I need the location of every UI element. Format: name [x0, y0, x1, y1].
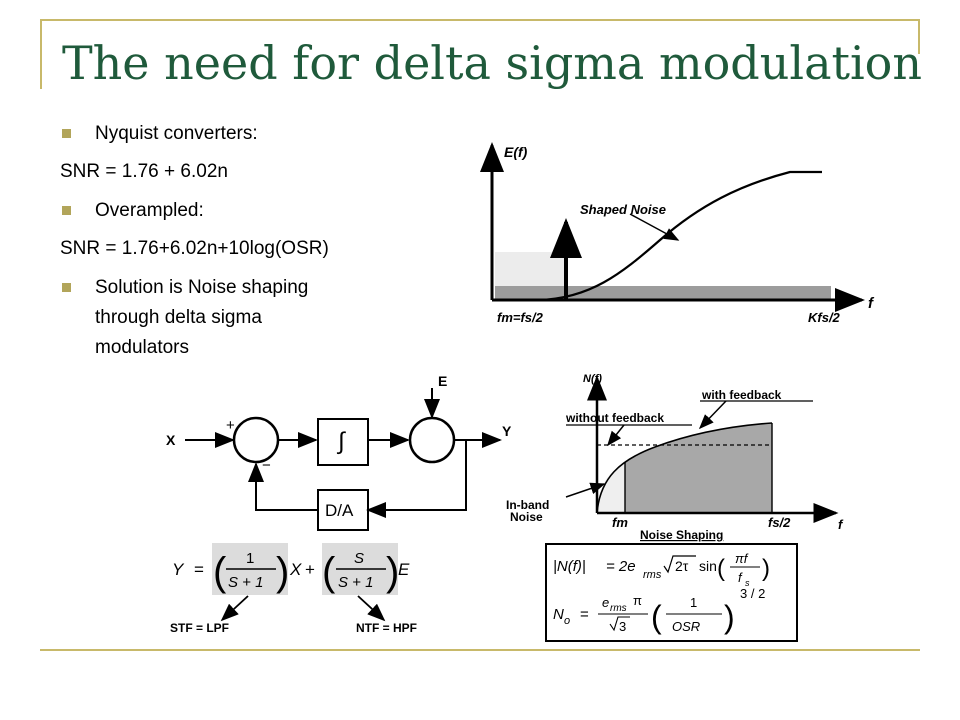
- input-x-label: X: [166, 432, 176, 448]
- inband-noise-label-line1: In-band: [506, 498, 549, 512]
- svg-text:π: π: [633, 593, 642, 608]
- svg-text:X: X: [289, 560, 302, 579]
- bullet-solution-line1: Solution is Noise shaping: [95, 277, 309, 298]
- svg-text:OSR: OSR: [672, 619, 700, 634]
- svg-text:): ): [724, 599, 735, 635]
- svg-text:S + 1: S + 1: [338, 574, 373, 591]
- bullet-marker: [62, 129, 71, 138]
- flat-noise-floor: [495, 286, 831, 300]
- snr-oversampled-formula: SNR = 1.76+6.02n+10log(OSR): [60, 238, 329, 259]
- shaped-noise-label: Shaped Noise: [580, 202, 666, 217]
- svg-text:(: (: [322, 550, 336, 594]
- curve-label-arrow: [629, 213, 680, 241]
- ntf-hpf-label: NTF = HPF: [356, 621, 417, 635]
- tick-fm-fs2: fm=fs/2: [497, 310, 544, 325]
- spectrum-y-label: E(f): [504, 144, 528, 160]
- svg-text:): ): [276, 550, 289, 594]
- svg-text:3: 3: [619, 619, 626, 634]
- output-y-label: Y: [502, 423, 512, 439]
- snr-nyquist-formula: SNR = 1.76 + 6.02n: [60, 161, 228, 182]
- bullet-solution-line2: through delta sigma: [95, 307, 262, 328]
- svg-text:(: (: [213, 550, 227, 594]
- left-accent-line: [40, 19, 42, 89]
- transfer-function-equation: Y = ( 1 S + 1 ) X + ( S S + 1 ) E STF = …: [170, 543, 417, 635]
- svg-text:e: e: [602, 595, 609, 610]
- sum-node-1: [232, 416, 280, 464]
- noise-y-label: N(f): [583, 373, 602, 385]
- noise-shaping-plot: N(f) with feedback without feedback In-b…: [506, 373, 844, 542]
- svg-text:): ): [386, 550, 399, 594]
- spectrum-x-label: f: [868, 295, 875, 312]
- minus-label: −: [262, 457, 271, 474]
- svg-text:S: S: [354, 550, 364, 567]
- svg-text:E: E: [398, 560, 410, 579]
- svg-text:S + 1: S + 1: [228, 574, 263, 591]
- svg-text:rms: rms: [610, 603, 627, 614]
- delta-sigma-block-diagram: [185, 388, 502, 531]
- tick-kfs2: Kfs/2: [808, 310, 841, 325]
- noise-formulas-box: |N(f)| = 2e rms 2τ sin ( πf f s ) N o = …: [545, 543, 798, 642]
- svg-text:=: =: [580, 606, 589, 623]
- svg-text:(: (: [651, 599, 662, 635]
- svg-text:rms: rms: [643, 569, 662, 581]
- bottom-accent-line: [40, 649, 920, 651]
- slide-title: The need for delta sigma modulation: [62, 36, 923, 90]
- svg-text:N: N: [553, 606, 564, 623]
- svg-text:3 / 2: 3 / 2: [740, 586, 765, 601]
- integrator-block: [317, 418, 369, 466]
- bullet-marker: [62, 283, 71, 292]
- noise-shaping-caption: Noise Shaping: [640, 528, 723, 542]
- inband-noise-label-line2: Noise: [510, 510, 543, 524]
- sum-node-2: [408, 416, 456, 464]
- error-e-label: E: [438, 373, 447, 389]
- svg-text:sin: sin: [699, 558, 717, 574]
- right-accent-line: [918, 19, 920, 54]
- svg-text:πf: πf: [735, 551, 749, 566]
- svg-text:1: 1: [690, 595, 697, 610]
- shaped-noise-area: [625, 423, 772, 513]
- block-diagram-labels: X Y E + − ∫ D/A: [166, 373, 512, 520]
- svg-text:(: (: [717, 555, 725, 582]
- dac-label: D/A: [325, 501, 354, 520]
- shaped-noise-curve: [539, 170, 822, 302]
- bullet-solution-line3: modulators: [95, 337, 189, 358]
- svg-text:|N(f)|: |N(f)|: [553, 558, 586, 575]
- svg-text:= 2e: = 2e: [606, 558, 636, 575]
- svg-text:f: f: [738, 570, 743, 585]
- svg-text:Y: Y: [172, 560, 185, 579]
- top-accent-line: [40, 19, 920, 21]
- without-feedback-label: without feedback: [565, 411, 664, 425]
- svg-text:o: o: [564, 615, 570, 627]
- svg-text:1: 1: [246, 550, 254, 567]
- bullet-marker: [62, 206, 71, 215]
- inband-noise-area: [597, 462, 625, 513]
- bullet-nyquist: Nyquist converters:: [95, 123, 258, 144]
- noise-x-label: f: [838, 517, 844, 532]
- shaped-noise-spectrum-plot: E(f) Shaped Noise f fm=fs/2 Kfs/2: [480, 142, 875, 325]
- noise-tick-fs2: fs/2: [768, 515, 791, 530]
- svg-text:=: =: [194, 560, 204, 579]
- noise-tick-fm: fm: [612, 515, 628, 530]
- stf-lpf-label: STF = LPF: [170, 621, 229, 635]
- svg-text:2τ: 2τ: [675, 558, 689, 574]
- svg-text:+: +: [305, 560, 315, 579]
- svg-text:): ): [762, 555, 770, 582]
- bullet-oversampled: Overampled:: [95, 200, 204, 221]
- svg-text:s: s: [745, 578, 750, 588]
- with-feedback-label: with feedback: [701, 388, 782, 402]
- integrator-symbol: ∫: [336, 428, 346, 455]
- plus-label: +: [226, 417, 235, 434]
